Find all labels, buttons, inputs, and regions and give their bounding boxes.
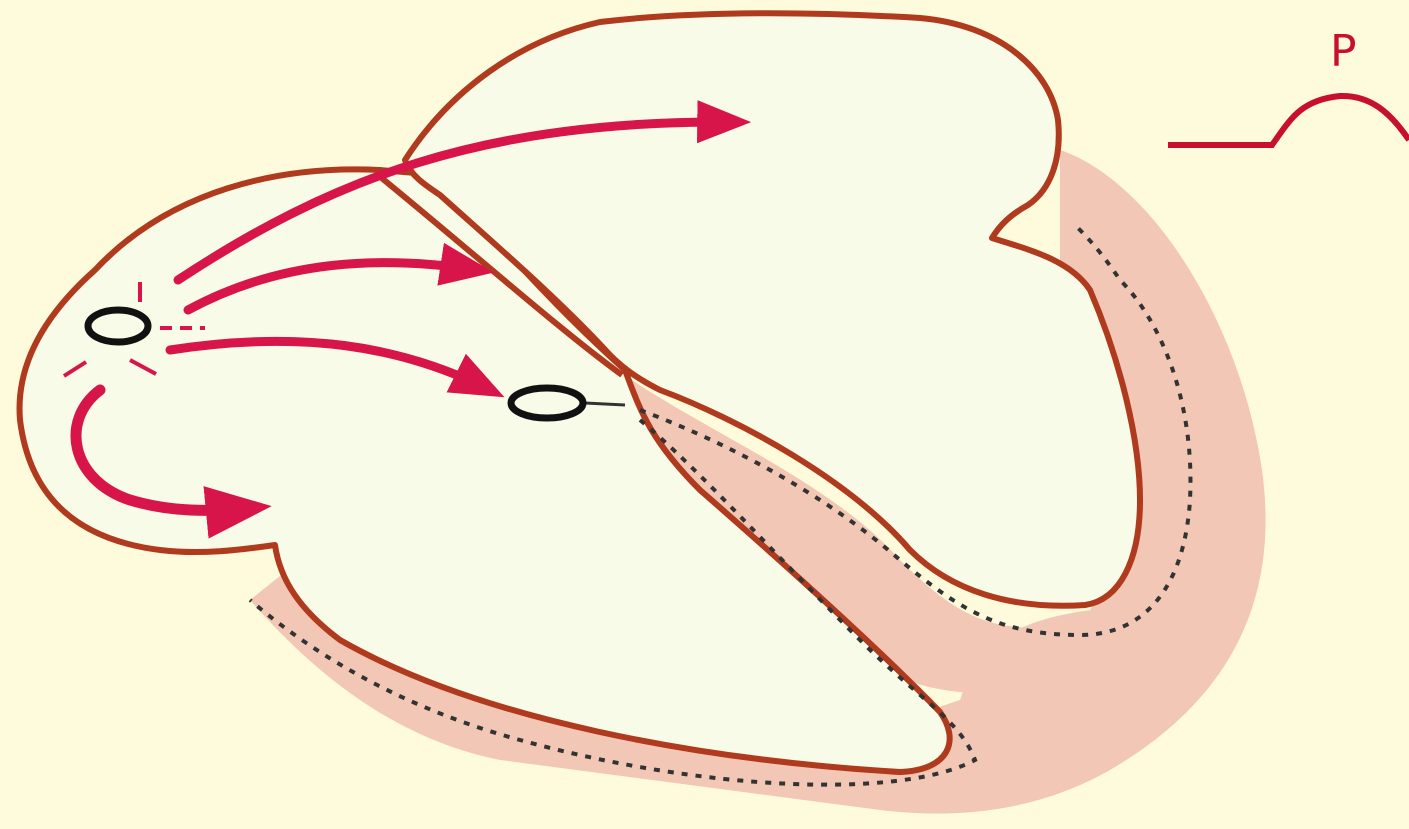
av-node-connector <box>585 403 625 405</box>
ecg-p-wave: P <box>1168 26 1409 145</box>
ecg-trace <box>1168 96 1409 145</box>
p-wave-label: P <box>1330 26 1357 77</box>
